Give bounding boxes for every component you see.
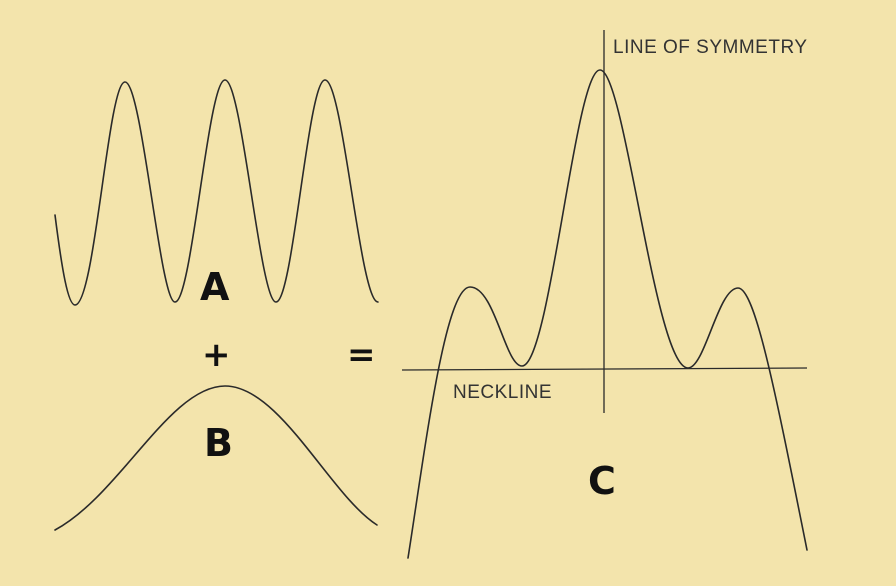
- curve-a: [54, 79, 379, 306]
- label-c: C: [588, 459, 616, 503]
- equals-sign: =: [347, 335, 376, 375]
- label-b: B: [204, 421, 233, 465]
- line-of-symmetry-label: LINE OF SYMMETRY: [613, 37, 808, 58]
- plus-sign: +: [202, 335, 231, 375]
- neckline: [401, 367, 808, 371]
- curve-b: [54, 385, 378, 531]
- curve-c: [407, 69, 808, 559]
- label-a: A: [200, 265, 230, 309]
- neckline-label: NECKLINE: [453, 382, 552, 403]
